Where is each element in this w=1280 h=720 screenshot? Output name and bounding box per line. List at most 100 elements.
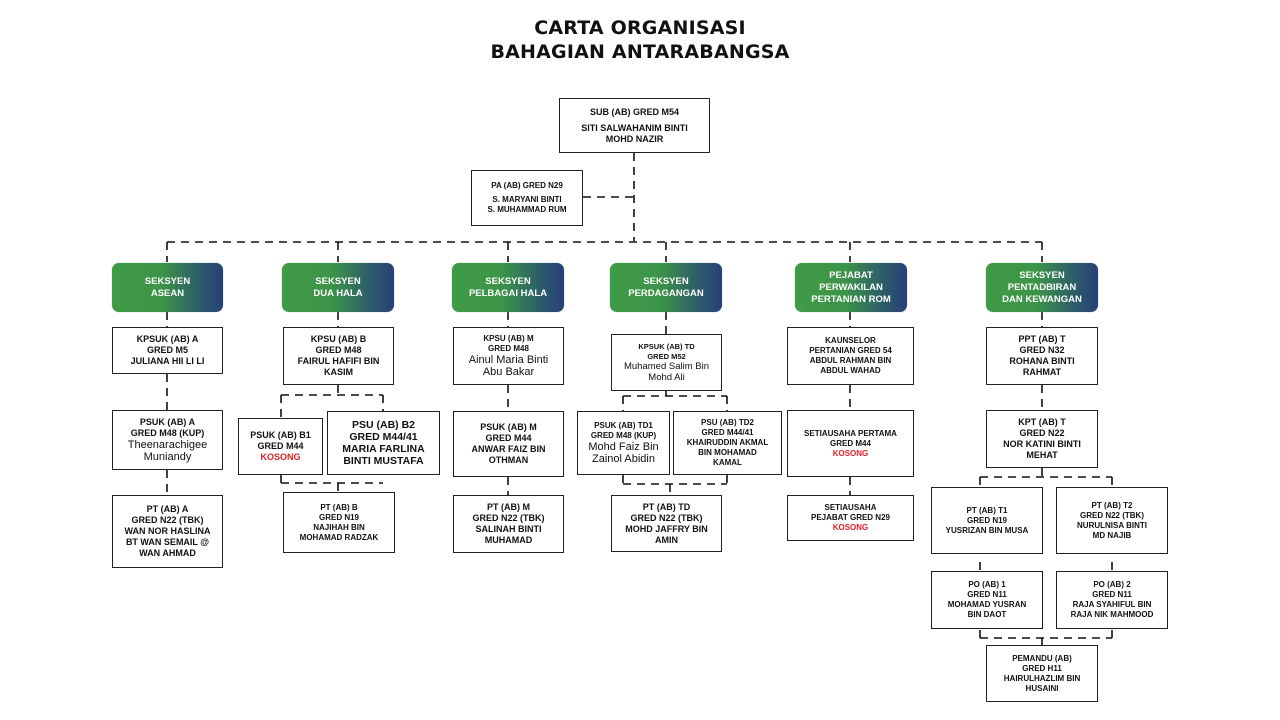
node-name: Muniandy (143, 451, 192, 463)
org-node-pt-m: PT (AB) M GRED N22 (TBK) SALINAH BINTI M… (453, 495, 564, 553)
vacant-label: KOSONG (832, 448, 869, 458)
org-node-setiausaha-pejabat: SETIAUSAHA PEJABAT GRED N29 KOSONG (787, 495, 914, 541)
section-title-line: PERDAGANGAN (628, 287, 704, 299)
node-grade: PEJABAT GRED N29 (811, 513, 890, 522)
node-post: PSU (AB) TD2 (701, 418, 754, 427)
node-name: MOHAMAD RADZAK (299, 532, 379, 542)
org-node-kpsu-b: KPSU (AB) B GRED M48 FAIRUL HAFIFI BIN K… (283, 327, 394, 385)
node-grade: GRED N22 (TBK) (131, 515, 204, 525)
node-grade: GRED N11 (1092, 590, 1132, 599)
org-node-pemandu: PEMANDU (AB) GRED H11 HAIRULHAZLIM BIN H… (986, 645, 1098, 702)
node-name: KAMAL (713, 458, 742, 467)
node-name: Abu Bakar (482, 366, 535, 378)
org-node-kpt-t: KPT (AB) T GRED N22 NOR KATINI BINTI MEH… (986, 410, 1098, 468)
node-name: S. MUHAMMAD RUM (487, 205, 567, 214)
node-name: RAJA NIK MAHMOOD (1070, 610, 1154, 619)
node-name: AMIN (655, 534, 678, 545)
org-node-psuk-b1: PSUK (AB) B1 GRED M44 KOSONG (238, 418, 323, 475)
node-post: KAUNSELOR (825, 336, 876, 345)
node-name: BT WAN SEMAIL @ (125, 537, 210, 547)
node-post: SETIAUSAHA PERTAMA (804, 428, 897, 438)
node-name: SITI SALWAHANIM BINTI (581, 122, 688, 133)
node-post: PO (AB) 2 (1093, 580, 1131, 589)
node-grade: GRED N22 (TBK) (472, 513, 545, 523)
node-post: PT (AB) M (487, 502, 530, 512)
node-post: PT (AB) B (320, 502, 358, 512)
node-name: S. MARYANI BINTI (492, 195, 562, 204)
org-node-psuk-m: PSUK (AB) M GRED M44 ANWAR FAIZ BIN OTHM… (453, 411, 564, 477)
org-node-psu-td2: PSU (AB) TD2 GRED M44/41 KHAIRUDDIN AKMA… (673, 411, 782, 475)
section-title-line: PEJABAT (829, 269, 873, 281)
org-node-psuk-td1: PSUK (AB) TD1 GRED M48 (KUP) Mohd Faiz B… (577, 411, 670, 475)
node-name: MOHD JAFFRY BIN (625, 523, 708, 534)
section-title-line: PERWAKILAN (819, 281, 883, 293)
node-name: Mohd Ali (648, 372, 685, 383)
node-name: HUSAINI (1025, 683, 1059, 693)
node-post: PSU (AB) B2 (351, 419, 415, 431)
node-name: OTHMAN (488, 455, 529, 465)
node-grade: GRED M48 (315, 345, 362, 355)
node-name: JULIANA HII LI LI (130, 356, 205, 366)
node-grade: GRED M44 (830, 438, 871, 448)
node-name: ABDUL RAHMAN BIN (809, 356, 892, 365)
org-node-setiausaha-pertama: SETIAUSAHA PERTAMA GRED M44 KOSONG (787, 410, 914, 477)
org-node-pa: PA (AB) GRED N29 S. MARYANI BINTI S. MUH… (471, 170, 583, 226)
node-post: PT (AB) TD (642, 501, 691, 512)
chart-title-line-1: CARTA ORGANISASI (534, 17, 746, 39)
section-title-line: SEKSYEN (643, 275, 689, 287)
node-post: SETIAUSAHA (824, 503, 877, 512)
vacant-label: KOSONG (832, 523, 869, 532)
node-post: SUB (AB) GRED M54 (589, 106, 679, 117)
node-name: MOHAMAD YUSRAN (947, 600, 1027, 609)
node-post: PO (AB) 1 (968, 580, 1006, 589)
org-node-pt-t1: PT (AB) T1 GRED N19 YUSRIZAN BIN MUSA (931, 487, 1043, 554)
node-grade: GRED M5 (146, 345, 188, 355)
node-grade: GRED H11 (1022, 663, 1062, 673)
node-name: MEHAT (1026, 450, 1058, 460)
org-node-ppt-t: PPT (AB) T GRED N32 ROHANA BINTI RAHMAT (986, 327, 1098, 385)
node-grade: GRED N22 (TBK) (630, 512, 703, 523)
node-name: MUHAMAD (484, 535, 533, 545)
node-grade: PERTANIAN GRED 54 (809, 346, 892, 355)
node-name: Theenarachigee (127, 439, 208, 451)
node-post: KPSUK (AB) A (136, 334, 199, 344)
org-node-kpsuk-a: KPSUK (AB) A GRED M5 JULIANA HII LI LI (112, 327, 223, 374)
org-node-pt-t2: PT (AB) T2 GRED N22 (TBK) NURULNISA BINT… (1056, 487, 1168, 554)
node-post: KPSU (AB) B (310, 334, 367, 344)
node-name: Muhamed Salim Bin (623, 361, 709, 372)
node-post: PSUK (AB) TD1 (594, 421, 653, 430)
section-title-line: PELBAGAI HALA (468, 287, 548, 299)
node-name: YUSRIZAN BIN MUSA (945, 525, 1029, 535)
node-name: HAIRULHAZLIM BIN (1003, 673, 1081, 683)
section-title-line: SEKSYEN (485, 275, 531, 287)
node-name: MD NAJIB (1092, 530, 1132, 540)
vacant-label: KOSONG (260, 452, 301, 462)
node-grade: GRED M44 (485, 433, 532, 443)
node-post: PT (AB) T1 (966, 505, 1008, 515)
node-name: BINTI MUSTAFA (343, 455, 424, 467)
node-name: WAN NOR HASLINA (124, 526, 211, 536)
section-title-line: SEKSYEN (1019, 269, 1065, 281)
org-node-po-1: PO (AB) 1 GRED N11 MOHAMAD YUSRAN BIN DA… (931, 571, 1043, 629)
node-name: Zainol Abidin (592, 453, 655, 465)
section-title-line: ASEAN (150, 287, 185, 299)
section-header-perdagangan: SEKSYEN PERDAGANGAN (610, 263, 722, 312)
section-title-line: SEKSYEN (315, 275, 361, 287)
section-title-line: DAN KEWANGAN (1002, 293, 1082, 305)
node-post: KPSUK (AB) TD (638, 342, 695, 351)
chart-title-line-2: BAHAGIAN ANTARABANGSA (490, 41, 790, 63)
node-post: PSUK (AB) M (480, 422, 537, 432)
node-grade: GRED M52 (647, 351, 686, 361)
node-post: PSUK (AB) B1 (250, 430, 311, 440)
node-post: PA (AB) GRED N29 (491, 181, 563, 190)
node-post: PT (AB) T2 (1091, 500, 1133, 510)
org-node-head: SUB (AB) GRED M54 SITI SALWAHANIM BINTI … (559, 98, 710, 153)
node-post: KPT (AB) T (1018, 417, 1066, 427)
node-grade: GRED M48 (KUP) (590, 431, 657, 440)
section-header-pentadbiran: SEKSYEN PENTADBIRAN DAN KEWANGAN (986, 263, 1098, 312)
section-header-pertanian-rom: PEJABAT PERWAKILAN PERTANIAN ROM (795, 263, 907, 312)
node-name: ANWAR FAIZ BIN (471, 444, 546, 454)
section-header-pelbagai-hala: SEKSYEN PELBAGAI HALA (452, 263, 564, 312)
org-node-psuk-a: PSUK (AB) A GRED M48 (KUP) Theenarachige… (112, 410, 223, 470)
node-post: KPSU (AB) M (483, 334, 534, 343)
